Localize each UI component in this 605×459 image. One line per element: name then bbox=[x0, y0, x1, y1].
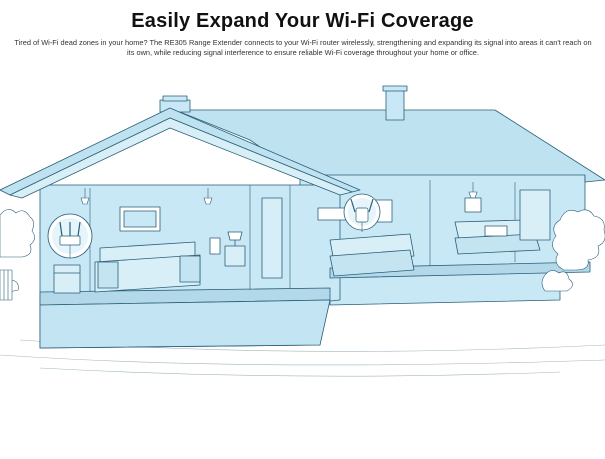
house-svg bbox=[0, 85, 605, 377]
page-description: Tired of Wi-Fi dead zones in your home? … bbox=[14, 38, 592, 57]
range-extender-icon bbox=[343, 193, 381, 232]
ceiling-lamps bbox=[80, 182, 478, 205]
doorway bbox=[261, 197, 283, 279]
chimney-left bbox=[159, 95, 191, 113]
router-icon bbox=[47, 213, 93, 259]
router-cabinet bbox=[53, 264, 81, 294]
bed-1 bbox=[317, 207, 415, 277]
bed-2 bbox=[454, 197, 541, 255]
chimney-right bbox=[382, 85, 408, 121]
foundation-left bbox=[39, 299, 331, 349]
side-table-lamp bbox=[209, 231, 246, 267]
sofa bbox=[94, 241, 201, 293]
right-bushes bbox=[541, 209, 605, 292]
left-fence bbox=[0, 269, 13, 301]
page-title: Easily Expand Your Wi-Fi Coverage bbox=[131, 10, 474, 32]
house-illustration bbox=[0, 60, 605, 454]
wardrobe bbox=[519, 189, 551, 241]
